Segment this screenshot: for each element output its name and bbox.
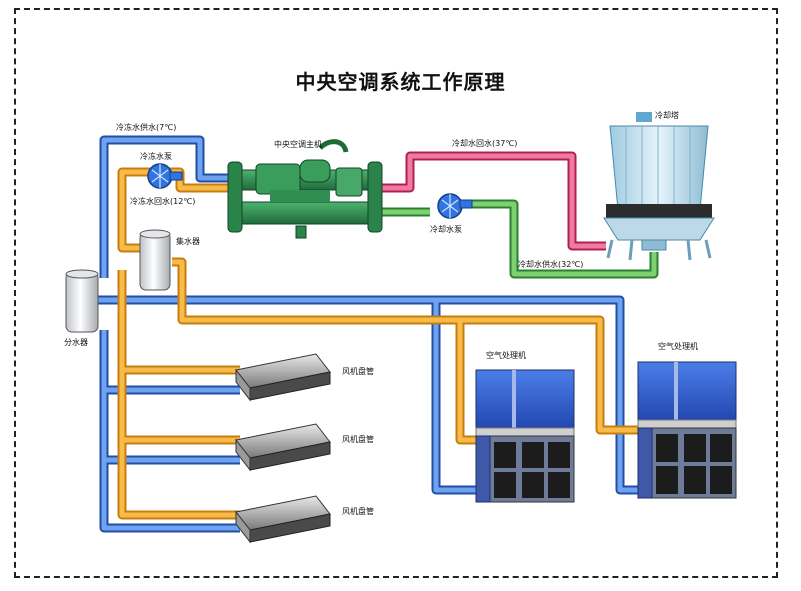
label-cooling-tower: 冷却塔: [655, 111, 679, 120]
label-cooling-return: 冷却水回水(37℃): [452, 139, 518, 148]
diagram-title: 中央空调系统工作原理: [295, 70, 506, 94]
collector-tank-icon: [139, 229, 171, 291]
chilled-pump-icon: [147, 163, 183, 189]
label-cooling-supply: 冷却水供水(32℃): [518, 260, 584, 269]
label-chilled-return: 冷冻水回水(12℃): [130, 197, 196, 206]
fan-coil-unit-icon: [235, 423, 331, 472]
label-fan-coil-1: 风机盘管: [342, 367, 374, 376]
label-fan-coil-3: 风机盘管: [342, 507, 374, 516]
chiller-icon: [227, 139, 383, 239]
chilled-supply-pipes: [96, 135, 650, 533]
air-handler-icon: [475, 369, 575, 503]
distributor-tank-icon: [65, 269, 99, 333]
air-handler-icon: [637, 361, 737, 499]
label-ahu-1: 空气处理机: [486, 351, 526, 360]
label-cooling-pump: 冷却水泵: [430, 225, 462, 234]
dashed-border: [14, 8, 778, 578]
fan-coil-unit-icon: [235, 353, 331, 402]
label-fan-coil-2: 风机盘管: [342, 435, 374, 444]
label-chiller: 中央空调主机: [274, 140, 322, 149]
cooling-tower-icon: [603, 112, 715, 261]
cooling-supply-pipe: [378, 199, 659, 279]
cooling-pump-icon: [437, 193, 473, 219]
label-ahu-2: 空气处理机: [658, 342, 698, 351]
label-distributor: 分水器: [64, 338, 88, 347]
label-chilled-pump: 冷冻水泵: [140, 152, 172, 161]
cooling-return-pipe: [378, 151, 606, 251]
fan-coil-unit-icon: [235, 495, 331, 544]
label-collector: 集水器: [176, 237, 200, 246]
label-chilled-supply: 冷冻水供水(7℃): [116, 123, 177, 132]
